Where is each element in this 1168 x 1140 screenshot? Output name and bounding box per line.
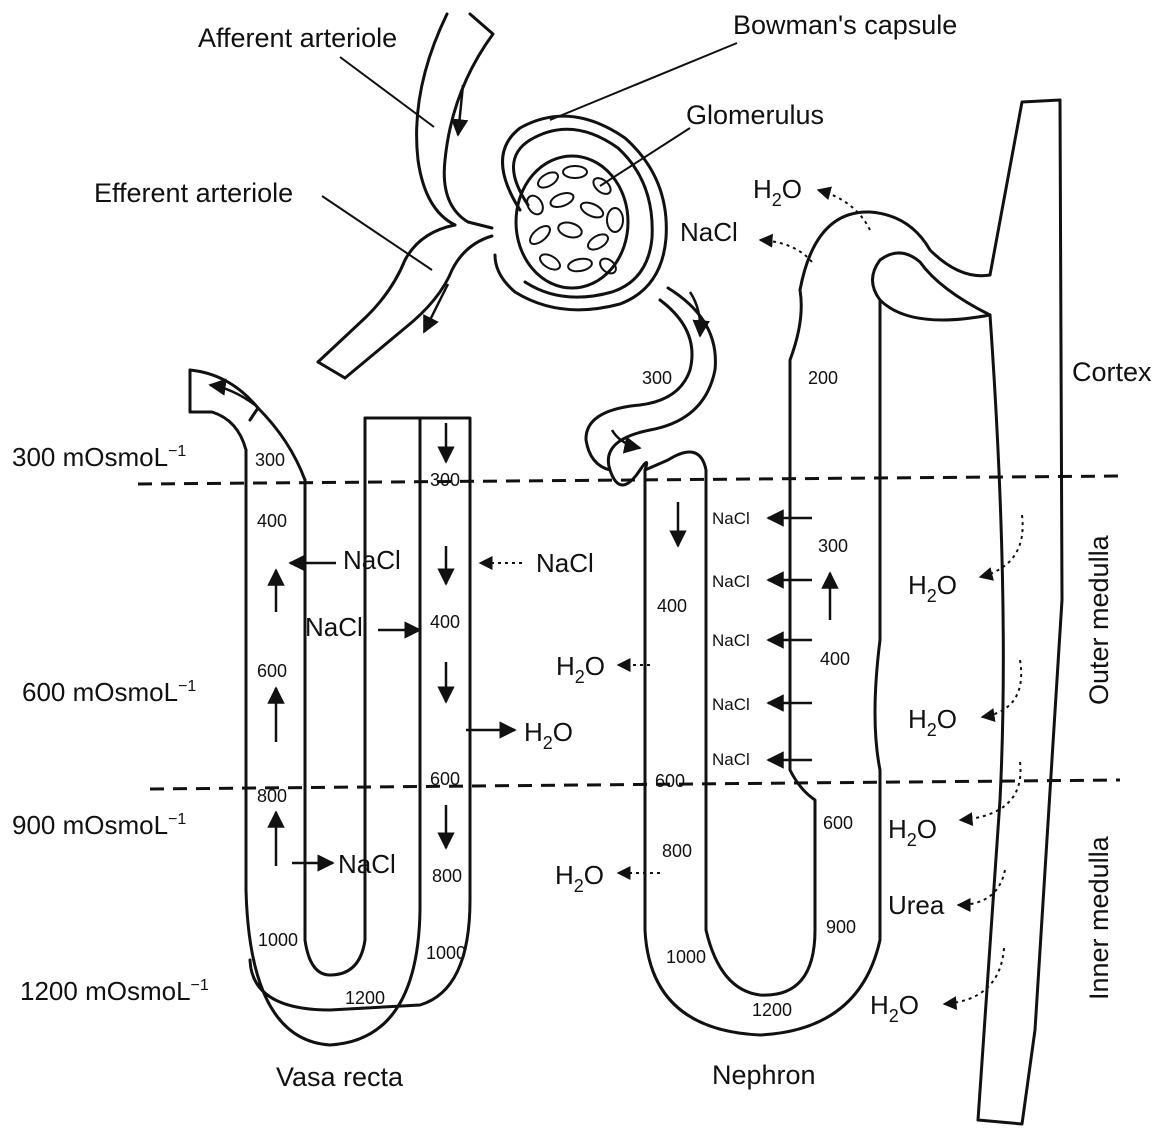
nephron-dct-value: 200 bbox=[808, 368, 838, 388]
glomerulus-leader bbox=[600, 128, 690, 186]
nephron-asc-value: 600 bbox=[823, 813, 853, 833]
glomerulus bbox=[516, 156, 628, 288]
cd-water-out: H2O bbox=[908, 570, 957, 606]
desc-water-out: H2O bbox=[556, 651, 605, 687]
vasa-water-out: H2O bbox=[524, 717, 573, 753]
glomerulus-capillaries bbox=[524, 166, 623, 276]
vasa-nacl-cross: NaCl bbox=[305, 612, 363, 642]
cd-water-out: H2O bbox=[908, 704, 957, 740]
level-1200-label: 1200 mOsmoL−1 bbox=[20, 976, 209, 1006]
level-900-label: 900 mOsmoL−1 bbox=[12, 810, 186, 840]
inner-medulla-label: Inner medulla bbox=[1084, 835, 1114, 1000]
vasa-bottom-value: 1200 bbox=[345, 988, 385, 1008]
cd-water-out-deep: H2O bbox=[870, 990, 919, 1026]
nephron-label: Nephron bbox=[712, 1060, 816, 1090]
nephron-desc-value: 400 bbox=[657, 596, 687, 616]
vasa-desc-value: 800 bbox=[432, 866, 462, 886]
nephron-asc-value: 300 bbox=[818, 536, 848, 556]
level-300-label: 300 mOsmoL−1 bbox=[12, 442, 186, 472]
cd-water-out: H2O bbox=[888, 814, 937, 850]
vasa-asc-value: 1000 bbox=[258, 930, 298, 950]
cd-urea-out: Urea bbox=[888, 890, 945, 920]
vasa-nacl-deep: NaCl bbox=[338, 849, 396, 879]
asc-nacl-label: NaCl bbox=[712, 631, 750, 650]
efferent-arteriole-label: Efferent arteriole bbox=[94, 178, 293, 208]
arterioles bbox=[318, 14, 493, 378]
vasa-nacl-in: NaCl bbox=[536, 548, 594, 578]
asc-nacl-label: NaCl bbox=[712, 750, 750, 769]
dct-water-out: H2O bbox=[753, 174, 802, 210]
nephron-desc-value: 600 bbox=[655, 771, 685, 791]
desc-water-out-deep: H2O bbox=[555, 860, 604, 896]
nephron-pct-value: 300 bbox=[642, 368, 672, 388]
vasa-desc-value: 1000 bbox=[426, 943, 466, 963]
glomerulus-label: Glomerulus bbox=[686, 100, 824, 130]
vasa-desc-value: 300 bbox=[430, 470, 460, 490]
asc-nacl-label: NaCl bbox=[712, 509, 750, 528]
vasa-asc-value: 600 bbox=[257, 661, 287, 681]
vasa-nacl-out: NaCl bbox=[343, 545, 401, 575]
vasa-desc-value: 600 bbox=[430, 769, 460, 789]
proximal-tubule-outer bbox=[608, 288, 990, 1035]
nephron-asc-value: 900 bbox=[826, 917, 856, 937]
nephron-bottom-value: 1200 bbox=[752, 1000, 792, 1020]
vasa-asc-value: 400 bbox=[257, 511, 287, 531]
pct-flow-arrow bbox=[690, 292, 700, 336]
nephron-desc-value: 1000 bbox=[666, 947, 706, 967]
outer-medulla-label: Outer medulla bbox=[1084, 534, 1114, 705]
afferent-arteriole-label: Afferent arteriole bbox=[198, 23, 397, 53]
efferent-leader bbox=[322, 196, 432, 270]
level-600-label: 600 mOsmoL−1 bbox=[22, 677, 196, 707]
outer-inner-boundary bbox=[150, 780, 1120, 789]
dct-nacl-out: NaCl bbox=[680, 217, 738, 247]
asc-nacl-label: NaCl bbox=[712, 572, 750, 591]
vasa-recta-inner-wall bbox=[305, 418, 365, 975]
bowmans-capsule-label: Bowman's capsule bbox=[733, 10, 957, 40]
bowmans-capsule-outer bbox=[495, 116, 666, 310]
vasa-outflow-arrow bbox=[210, 385, 255, 405]
vasa-asc-value: 800 bbox=[257, 786, 287, 806]
vasa-recta-label: Vasa recta bbox=[276, 1062, 404, 1092]
cortex-label: Cortex bbox=[1072, 357, 1152, 387]
collecting-duct bbox=[978, 100, 1062, 1124]
vasa-asc-value: 300 bbox=[255, 450, 285, 470]
nephron-desc-value: 800 bbox=[662, 841, 692, 861]
asc-nacl-label: NaCl bbox=[712, 695, 750, 714]
vasa-desc-value: 400 bbox=[430, 612, 460, 632]
nephron-asc-value: 400 bbox=[820, 649, 850, 669]
